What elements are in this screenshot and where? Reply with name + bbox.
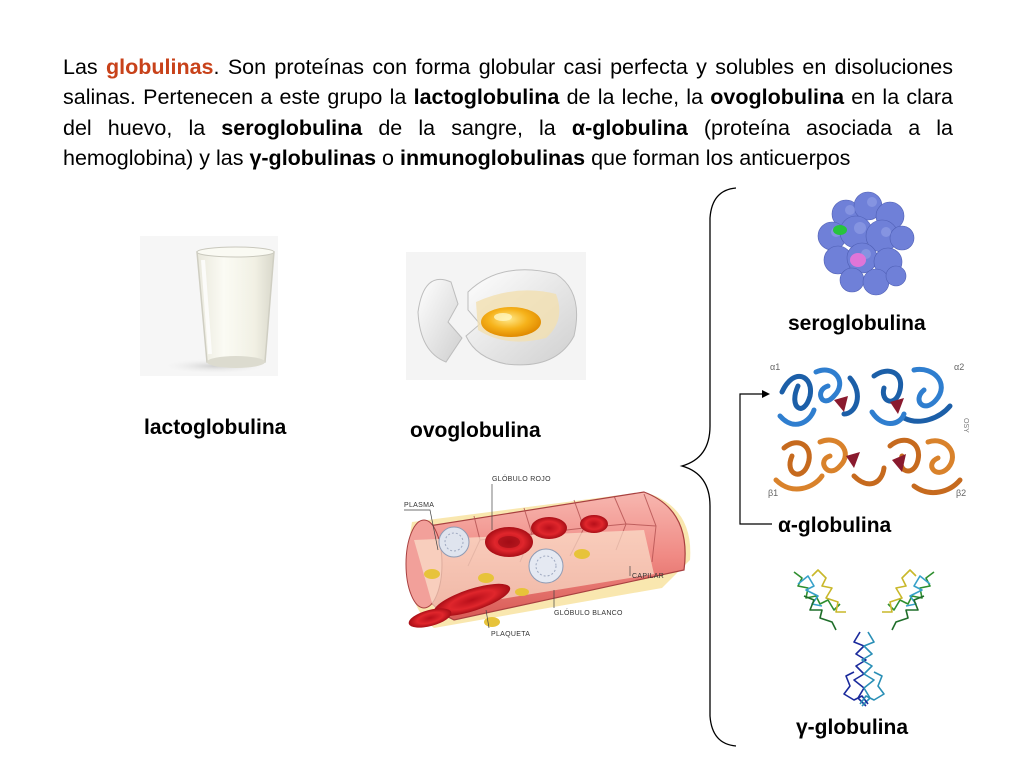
text-segment: de la sangre, la (362, 115, 572, 140)
egg-image (406, 252, 586, 380)
label-globulo-rojo: GLÓBULO ROJO (492, 474, 551, 483)
blood-vessel-illustration: GLÓBULO ROJO PLASMA CAPILAR GLÓBULO BLAN… (404, 474, 691, 638)
caption-seroglobulina: seroglobulina (788, 312, 926, 335)
label-side: OSY (962, 418, 969, 433)
text-segment: o (376, 146, 400, 171)
antibody-image (784, 562, 944, 714)
label-alpha2: α2 (954, 362, 964, 372)
description-paragraph: Las globulinas. Son proteínas con forma … (63, 52, 953, 174)
label-globulo-blanco: GLÓBULO BLANCO (554, 608, 623, 617)
label-plasma: PLASMA (404, 502, 434, 509)
caption-ovoglobulina: ovoglobulina (410, 419, 541, 442)
hemoglobin-image: α1 α2 β1 β2 OSY (764, 356, 972, 512)
label-alpha1: α1 (770, 362, 780, 372)
label-beta2: β2 (956, 488, 966, 498)
seroglobulina-protein-image (806, 184, 918, 302)
keyword-globulinas: globulinas (106, 55, 214, 79)
keyword-seroglobulina: seroglobulina (221, 115, 363, 140)
keyword-lactoglobulina: lactoglobulina (413, 85, 560, 110)
caption-gamma-globulina: γ-globulina (796, 716, 908, 739)
label-plaqueta: PLAQUETA (491, 631, 530, 638)
label-beta1: β1 (768, 488, 778, 498)
label-capilar: CAPILAR (632, 573, 664, 580)
text-segment: (proteína asociada a la hemoglobina) y l… (63, 115, 953, 171)
text-segment: . Son proteínas con forma globular casi … (63, 55, 954, 110)
keyword-alpha-globulina: α-globulina (571, 115, 688, 140)
connector-arrow (739, 390, 772, 525)
text-segment: en la clara del huevo, la (63, 85, 953, 140)
text-segment: que forman los anticuerpos (585, 146, 851, 171)
caption-lactoglobulina: lactoglobulina (144, 416, 287, 439)
milk-glass-image (140, 236, 278, 376)
text-segment: de la leche, la (559, 85, 711, 110)
text-segment: Las (63, 55, 107, 79)
keyword-inmunoglobulinas: inmunoglobulinas (399, 146, 586, 171)
curly-brace (679, 187, 737, 747)
keyword-gamma-globulinas: γ-globulinas (249, 146, 377, 171)
keyword-ovoglobulina: ovoglobulina (710, 85, 845, 110)
caption-alpha-globulina: α-globulina (778, 514, 892, 537)
